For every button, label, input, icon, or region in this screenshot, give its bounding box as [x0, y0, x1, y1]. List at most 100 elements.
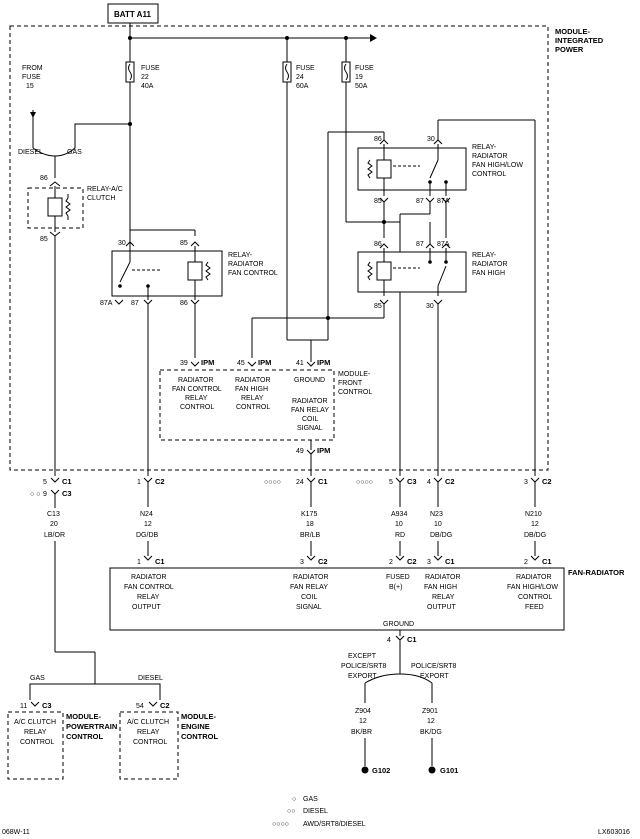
svg-text:10: 10: [434, 521, 442, 528]
powertrain-module: A/C CLUTCH RELAY CONTROL MODULE- POWERTR…: [7, 711, 117, 780]
svg-text:86: 86: [40, 175, 48, 182]
svg-text:FAN RELAY: FAN RELAY: [291, 407, 329, 414]
svg-text:FUSED: FUSED: [386, 574, 410, 581]
svg-text:Z901: Z901: [422, 708, 438, 715]
relay-ac-clutch: 86 RELAY-A/C CLUTCH 85: [27, 175, 123, 476]
svg-text:87: 87: [131, 300, 139, 307]
svg-text:○○○○: ○○○○: [264, 479, 281, 486]
svg-text:G102: G102: [372, 766, 390, 775]
svg-text:COIL: COIL: [301, 594, 317, 601]
svg-text:12: 12: [144, 521, 152, 528]
svg-text:IPM: IPM: [317, 446, 330, 455]
svg-text:N24: N24: [140, 511, 153, 518]
svg-text:50A: 50A: [355, 83, 368, 90]
svg-text:B(+): B(+): [389, 584, 402, 591]
svg-text:CONTROL: CONTROL: [338, 389, 372, 396]
svg-text:4: 4: [427, 479, 431, 486]
svg-text:87A: 87A: [437, 241, 450, 248]
svg-text:SIGNAL: SIGNAL: [296, 604, 322, 611]
svg-text:A/C CLUTCH: A/C CLUTCH: [14, 719, 56, 726]
svg-text:FAN HIGH/LOW: FAN HIGH/LOW: [507, 584, 558, 591]
svg-text:9: 9: [43, 491, 47, 498]
svg-text:○○: ○○: [287, 808, 295, 815]
svg-text:FAN CONTROL: FAN CONTROL: [172, 386, 222, 393]
svg-text:FAN HIGH: FAN HIGH: [235, 386, 268, 393]
svg-text:C2: C2: [155, 477, 165, 486]
svg-text:GAS: GAS: [303, 796, 318, 803]
svg-text:18: 18: [306, 521, 314, 528]
svg-text:85: 85: [374, 303, 382, 310]
svg-text:RADIATOR: RADIATOR: [228, 261, 264, 268]
engine-module: A/C CLUTCH RELAY CONTROL MODULE- ENGINE …: [119, 711, 218, 780]
svg-text:39: 39: [180, 360, 188, 367]
svg-text:C13: C13: [47, 511, 60, 518]
svg-text:RADIATOR: RADIATOR: [472, 153, 508, 160]
svg-text:RADIATOR: RADIATOR: [178, 377, 214, 384]
svg-text:EXPORT: EXPORT: [420, 673, 449, 680]
svg-text:FAN-RADIATOR: FAN-RADIATOR: [568, 568, 625, 577]
ipm-pins: 39 IPM 45 IPM 41 IPM 49 IPM: [180, 340, 330, 476]
svg-text:○: ○: [292, 796, 296, 803]
svg-text:GROUND: GROUND: [294, 377, 325, 384]
svg-text:85: 85: [374, 198, 382, 205]
svg-text:RADIATOR: RADIATOR: [131, 574, 167, 581]
ground-g101-symbol: [428, 766, 436, 774]
svg-text:2: 2: [524, 559, 528, 566]
svg-text:ENGINE: ENGINE: [181, 722, 210, 731]
svg-text:FUSE: FUSE: [355, 65, 374, 72]
svg-text:85: 85: [180, 240, 188, 247]
svg-text:CONTROL: CONTROL: [472, 171, 506, 178]
fuse-24: FUSE 24 60A: [282, 38, 315, 340]
svg-text:5: 5: [43, 479, 47, 486]
svg-text:RADIATOR: RADIATOR: [516, 574, 552, 581]
svg-text:CONTROL: CONTROL: [20, 739, 54, 746]
svg-text:RELAY: RELAY: [185, 395, 208, 402]
svg-text:C2: C2: [407, 557, 417, 566]
svg-text:CONTROL: CONTROL: [181, 732, 218, 741]
svg-text:85: 85: [40, 236, 48, 243]
svg-text:2: 2: [389, 559, 393, 566]
svg-text:FUSE: FUSE: [22, 74, 41, 81]
svg-text:IPM: IPM: [317, 358, 330, 367]
svg-text:○ ○: ○ ○: [30, 491, 40, 498]
svg-text:RD: RD: [395, 532, 405, 539]
svg-text:C2: C2: [542, 477, 552, 486]
svg-text:GROUND: GROUND: [383, 621, 414, 628]
svg-text:86: 86: [374, 136, 382, 143]
svg-text:C1: C1: [318, 477, 328, 486]
svg-text:GAS: GAS: [30, 675, 45, 682]
svg-text:30: 30: [427, 136, 435, 143]
svg-text:86: 86: [180, 300, 188, 307]
svg-text:IPM: IPM: [201, 358, 214, 367]
svg-text:C3: C3: [407, 477, 417, 486]
svg-text:40A: 40A: [141, 83, 154, 90]
relay-fan-control: 30 85 RELAY- RADIATOR FAN CONTROL 87A 87…: [100, 229, 278, 476]
svg-text:C1: C1: [62, 477, 72, 486]
svg-text:C2: C2: [160, 701, 170, 710]
svg-text:FAN HIGH: FAN HIGH: [472, 270, 505, 277]
svg-text:FAN RELAY: FAN RELAY: [290, 584, 328, 591]
svg-text:87A: 87A: [437, 198, 450, 205]
svg-text:EXCEPT: EXCEPT: [348, 653, 377, 660]
svg-text:60A: 60A: [296, 83, 309, 90]
svg-text:45: 45: [237, 360, 245, 367]
svg-text:C3: C3: [62, 489, 72, 498]
svg-text:N23: N23: [430, 511, 443, 518]
svg-text:49: 49: [296, 448, 304, 455]
svg-text:1: 1: [137, 479, 141, 486]
svg-text:POWER: POWER: [555, 45, 584, 54]
batt-label: BATT A11: [114, 10, 151, 19]
svg-text:A/C CLUTCH: A/C CLUTCH: [127, 719, 169, 726]
wire-labels: C13 20 LB/OR N24 12 DG/DB K175 18 BR/LB …: [44, 511, 546, 539]
svg-text:C2: C2: [445, 477, 455, 486]
svg-text:RADIATOR: RADIATOR: [293, 574, 329, 581]
svg-text:12: 12: [359, 718, 367, 725]
svg-text:DG/DB: DG/DB: [136, 532, 159, 539]
svg-text:87A: 87A: [100, 300, 113, 307]
svg-text:CONTROL: CONTROL: [66, 732, 103, 741]
front-control-module: RADIATOR FAN CONTROL RELAY CONTROL RADIA…: [159, 369, 372, 441]
svg-text:INTEGRATED: INTEGRATED: [555, 36, 604, 45]
svg-text:RELAY: RELAY: [24, 729, 47, 736]
svg-text:FAN HIGH/LOW: FAN HIGH/LOW: [472, 162, 523, 169]
